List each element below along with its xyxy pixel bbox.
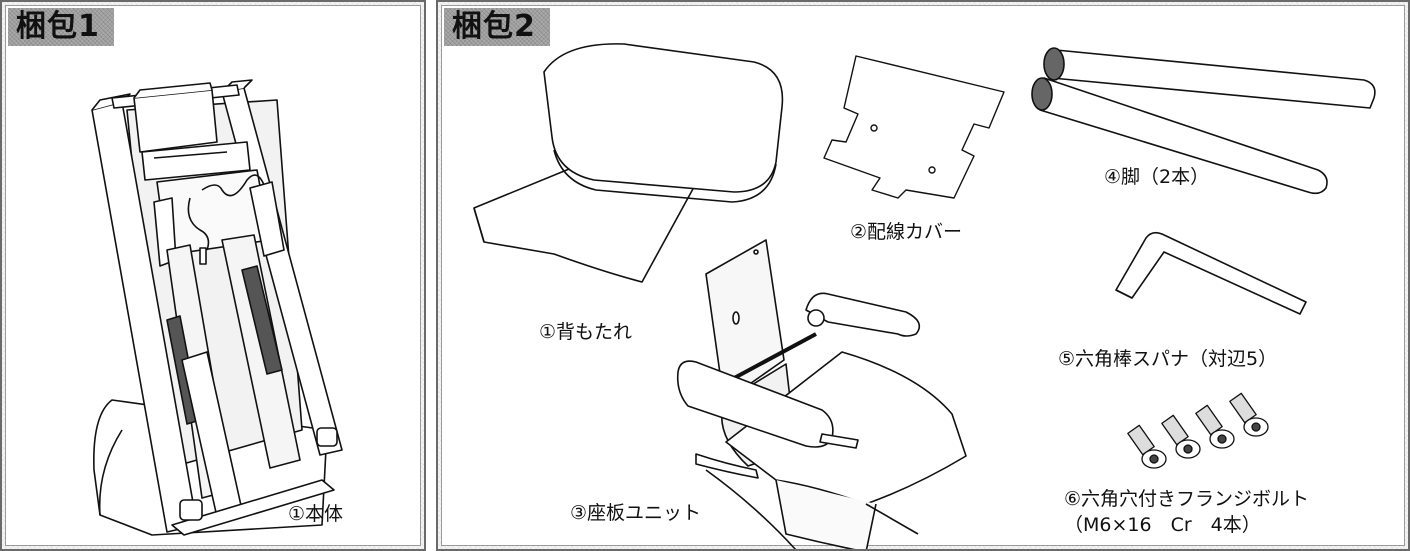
package-2-tag: 梱包2 — [444, 8, 550, 46]
massage-chair-main-body-icon — [72, 70, 372, 540]
item-backrest-label: ①背もたれ — [539, 321, 633, 343]
item-bolts-label-line1: ⑥六角穴付きフランジボルト — [1064, 488, 1310, 510]
flange-bolts-icon — [1124, 387, 1284, 477]
leg-tubes-icon — [1022, 32, 1392, 192]
item-hex-key-label: ⑤六角棒スパナ（対辺5） — [1058, 348, 1278, 370]
item-wiring-cover-label: ②配線カバー — [850, 221, 963, 243]
item-seat-unit-label: ③座板ユニット — [570, 502, 702, 524]
wiring-cover-sheet-icon — [814, 50, 1014, 210]
package-2-panel: 梱包2 ①背もたれ ②配線カバー ④脚（2本） ⑤六角棒スパナ（対辺5） — [436, 0, 1410, 551]
seat-unit-with-armrests-icon — [666, 234, 1006, 549]
item-main-body-label: ①本体 — [288, 503, 344, 525]
hex-key-wrench-icon — [1098, 230, 1318, 320]
item-bolts-label-line2: （M6×16 Cr 4本） — [1064, 514, 1261, 536]
package-1-panel: 梱包1 — [0, 0, 426, 551]
backrest-cushion-icon — [464, 32, 794, 292]
item-legs-label: ④脚（2本） — [1104, 166, 1210, 188]
package-1-tag: 梱包1 — [8, 8, 114, 46]
